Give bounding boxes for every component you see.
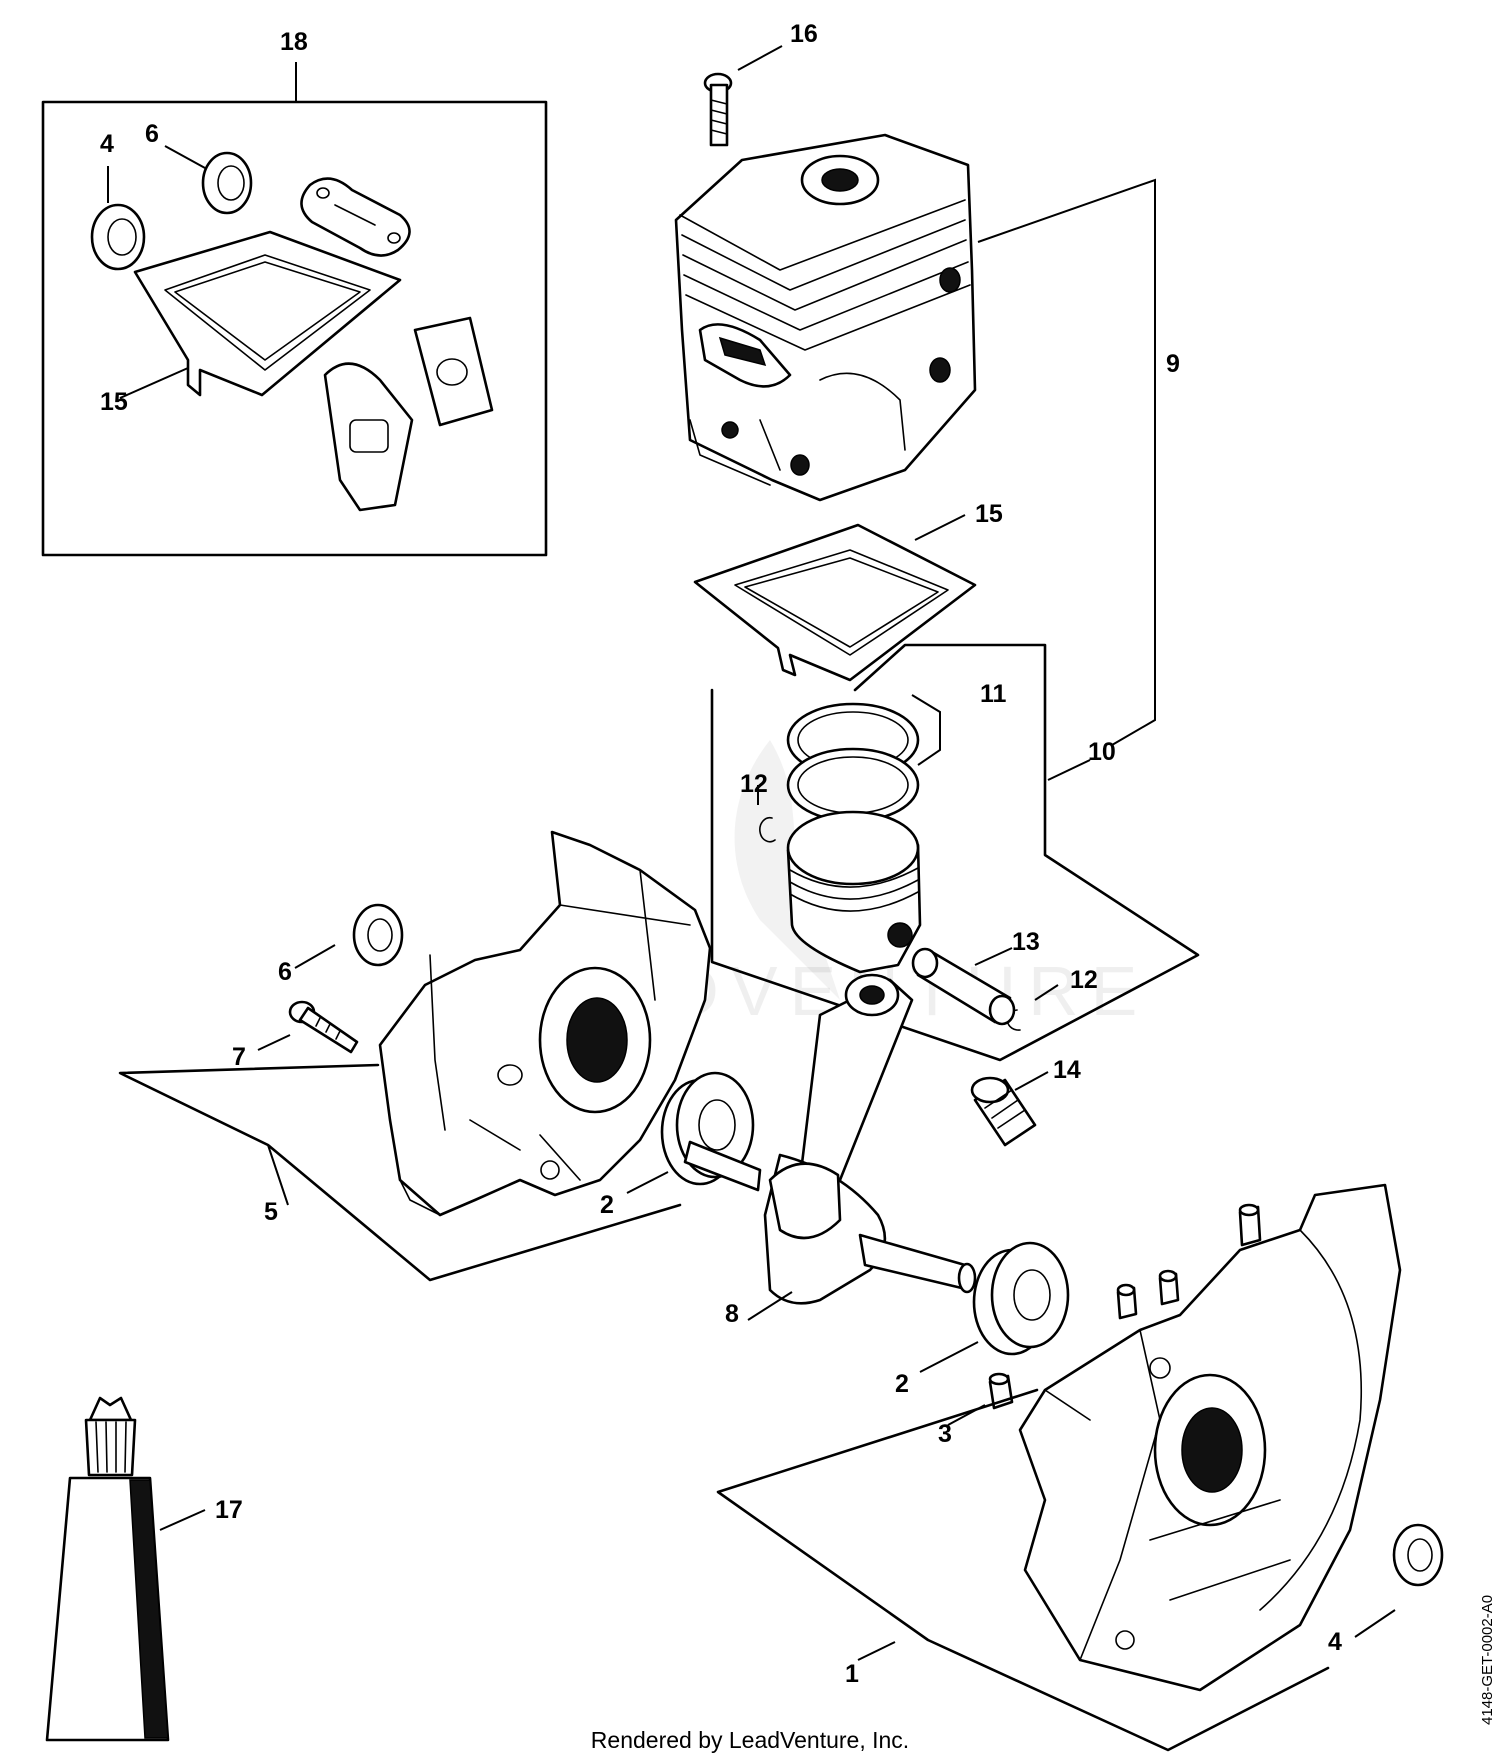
callout-2b: 2	[895, 1370, 909, 1398]
cylinder-9	[674, 133, 977, 502]
callout-5: 5	[264, 1198, 278, 1226]
callout-13: 13	[1012, 928, 1040, 956]
sealant-tube-17	[45, 1396, 170, 1742]
oil-seal-6	[352, 903, 404, 967]
cylinder-base-gasket-15	[693, 523, 977, 682]
kit-muffler-gasket	[300, 177, 411, 257]
kit-intake-gasket	[413, 316, 494, 427]
oil-seal-4	[1392, 1523, 1444, 1587]
callout-4b: 4	[1328, 1628, 1342, 1656]
leader-6a	[164, 145, 206, 169]
leader-17	[159, 1509, 206, 1531]
callout-16: 16	[790, 20, 818, 48]
callout-17: 17	[215, 1496, 243, 1524]
callout-9: 9	[1166, 350, 1180, 378]
callout-12a: 12	[740, 770, 768, 798]
callout-6b: 6	[278, 958, 292, 986]
leader-2a	[626, 1171, 669, 1194]
leader-1	[857, 1641, 896, 1661]
callout-6a: 6	[145, 120, 159, 148]
kit-oil-seal-4	[90, 203, 146, 271]
callout-15a: 15	[100, 388, 128, 416]
callout-4a: 4	[100, 130, 114, 158]
crankcase-half-1	[1018, 1183, 1402, 1692]
callout-10: 10	[1088, 738, 1116, 766]
cylinder-screw-16	[703, 72, 733, 147]
leader-13	[974, 947, 1013, 966]
right-crankcase-bracket	[716, 1388, 1330, 1752]
leader-11	[911, 694, 941, 766]
leader-7	[257, 1034, 291, 1051]
screw-7	[288, 1000, 359, 1054]
leader-9	[977, 178, 1156, 746]
callout-7: 7	[232, 1043, 246, 1071]
kit-exhaust-gasket	[323, 362, 414, 512]
document-id: 4148-GET-0002-A0	[1479, 1595, 1496, 1725]
callout-15b: 15	[975, 500, 1003, 528]
leader-10	[1047, 759, 1091, 781]
callout-14: 14	[1053, 1056, 1081, 1084]
leader-4b	[1354, 1609, 1396, 1638]
circlip-12a	[759, 816, 776, 843]
leader-14	[1014, 1071, 1049, 1091]
render-credit: Rendered by LeadVenture, Inc.	[591, 1727, 909, 1753]
leader-5	[267, 1144, 289, 1206]
crankshaft-8	[683, 973, 977, 1305]
callout-11: 11	[980, 680, 1007, 708]
piston	[786, 810, 922, 974]
callout-1: 1	[845, 1660, 859, 1688]
leader-12b	[1034, 984, 1059, 1001]
leader-8	[747, 1291, 793, 1321]
leader-15a	[119, 367, 189, 399]
callout-3: 3	[938, 1420, 952, 1448]
needle-cage-14	[970, 1076, 1037, 1147]
callout-8: 8	[725, 1300, 739, 1328]
leader-15b	[914, 514, 966, 541]
leader-6b	[294, 944, 336, 969]
callout-2a: 2	[600, 1191, 614, 1219]
callout-labels: 18 16 4 6 15 9 15 11 10 12 13 12 6 7 14 …	[100, 20, 1342, 1688]
kit-cylinder-gasket	[133, 230, 402, 397]
crankcase-half-5	[378, 830, 712, 1217]
piston-rings-11	[786, 702, 920, 823]
callout-18: 18	[280, 28, 308, 56]
piston-assembly-box	[710, 643, 1200, 1062]
kit-oil-seal-6	[201, 151, 253, 215]
callout-12b: 12	[1070, 966, 1098, 994]
leader-16	[737, 45, 783, 71]
gasket-kit-box	[41, 100, 548, 557]
ball-bearing-2b	[972, 1241, 1070, 1356]
leader-2b	[919, 1341, 979, 1373]
piston-pin-13	[911, 947, 1016, 1026]
